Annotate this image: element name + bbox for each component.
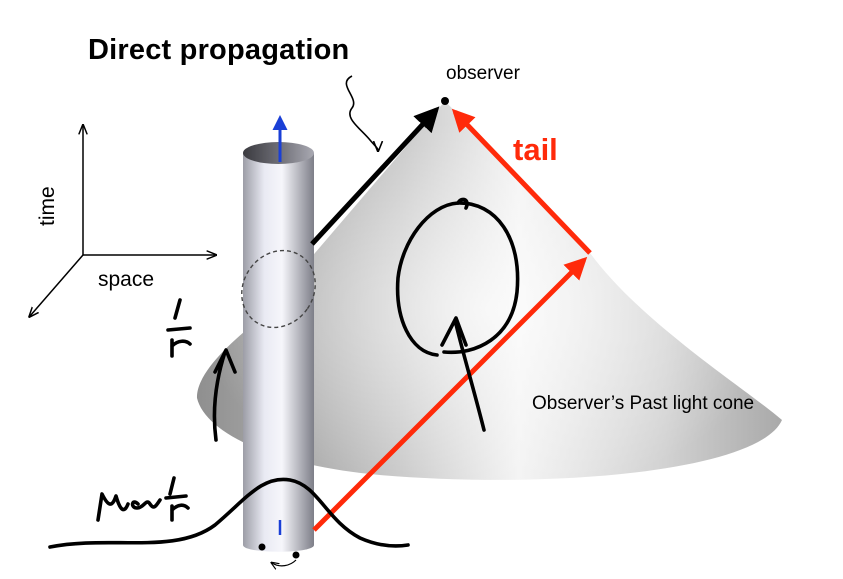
squiggle-pointer xyxy=(345,75,378,150)
upward-arrow-annotation xyxy=(212,348,237,442)
worldline-cylinder xyxy=(241,115,316,552)
bump-curve-annotation xyxy=(48,477,410,549)
tail-label: tail xyxy=(513,132,558,167)
past-light-cone xyxy=(196,101,782,480)
axes xyxy=(30,126,215,316)
space-axis-label: space xyxy=(98,268,155,291)
one-over-r-annotation xyxy=(166,298,192,358)
tail-arrow-lower xyxy=(312,256,588,532)
observer-label: observer xyxy=(446,63,520,84)
base-curl-arrow xyxy=(272,559,297,566)
emission-ring xyxy=(241,249,316,329)
time-axis-label: time xyxy=(36,186,59,226)
loop-curl xyxy=(456,197,469,210)
direct-propagation-arrow xyxy=(310,106,440,246)
title-direct-propagation: Direct propagation xyxy=(88,34,350,66)
cone-label: Observer’s Past light cone xyxy=(532,393,755,414)
depth-axis xyxy=(30,254,84,316)
base-dot-right xyxy=(292,551,300,559)
tail-arrow-upper xyxy=(451,108,592,255)
m-fraction-annotation xyxy=(164,476,190,522)
handwritten-annotations xyxy=(48,197,520,549)
m-proportional-annotation xyxy=(96,492,162,522)
base-dot-left xyxy=(258,543,266,551)
observer-point xyxy=(441,97,449,105)
